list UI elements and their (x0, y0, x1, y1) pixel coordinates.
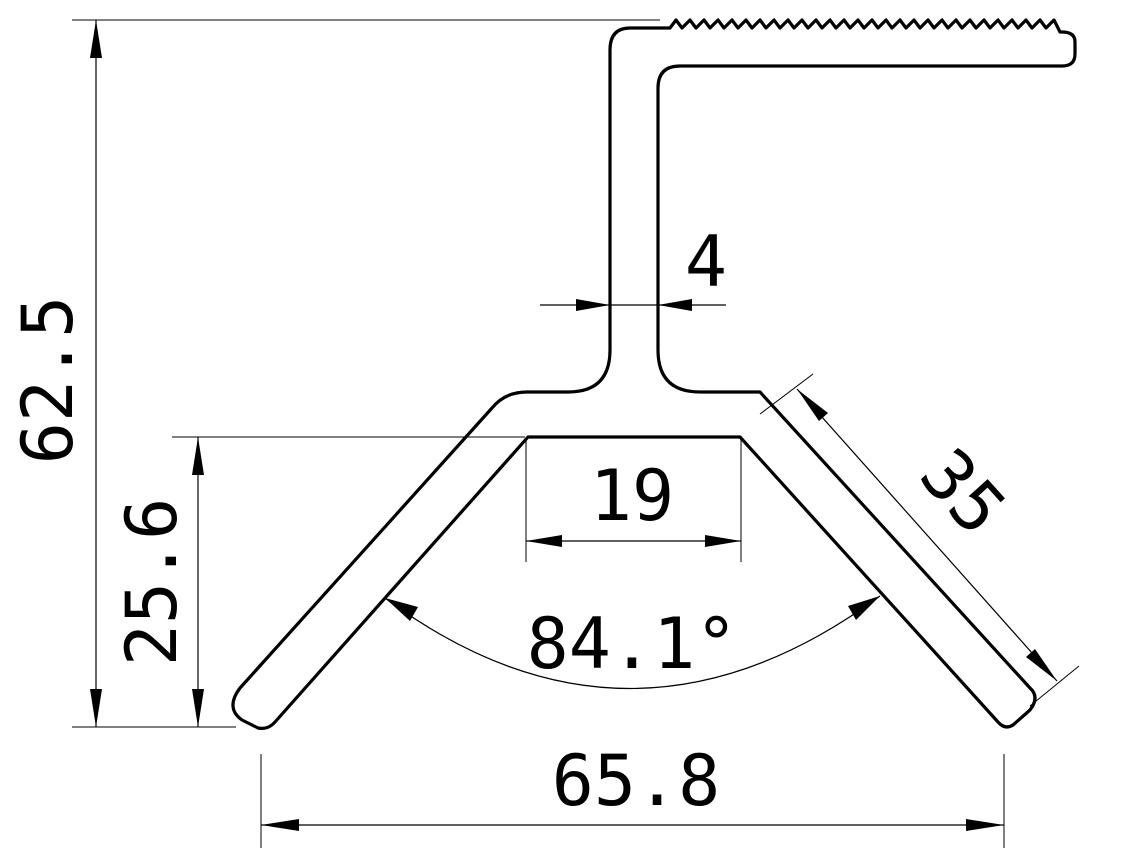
arrow-left (526, 535, 562, 547)
label-overall-width: 65.8 (552, 740, 721, 822)
label-wing-height: 25.6 (111, 498, 193, 667)
label-wing-angle: 84.1° (527, 603, 738, 685)
dim-base-width: 19 (525, 440, 742, 562)
arrow-right (576, 299, 610, 311)
label-stem-thickness: 4 (685, 221, 727, 303)
arrow-up (90, 20, 102, 58)
dim-overall-height: 62.5 (7, 19, 660, 728)
arrow-left (658, 299, 692, 311)
arrow-right (848, 596, 880, 620)
arrow-down (90, 689, 102, 727)
label-overall-height: 62.5 (7, 296, 89, 465)
label-wing-length: 35 (904, 433, 1021, 551)
arrow-down (192, 689, 204, 727)
label-base-width: 19 (590, 455, 674, 537)
dim-wing-angle: 84.1° (384, 595, 881, 690)
dim-line-wing-length (796, 388, 1058, 682)
arrow-start (797, 389, 828, 421)
angle-arc (384, 595, 881, 690)
arrow-end (1026, 649, 1057, 681)
dim-wing-height: 25.6 (111, 436, 525, 727)
profile-outer-edge (231, 18, 1077, 730)
dim-overall-width: 65.8 (260, 740, 1005, 848)
arrow-left (385, 598, 418, 621)
ext-line-wing-end (1029, 665, 1080, 707)
arrow-right (966, 819, 1004, 831)
arrow-left (261, 819, 299, 831)
profile-outline (231, 18, 1077, 730)
arrow-right (705, 535, 741, 547)
ext-line-wing-start (759, 373, 814, 415)
dim-wing-length: 35 (759, 373, 1080, 707)
dim-stem-thickness: 4 (540, 221, 727, 311)
arrow-up (192, 437, 204, 475)
